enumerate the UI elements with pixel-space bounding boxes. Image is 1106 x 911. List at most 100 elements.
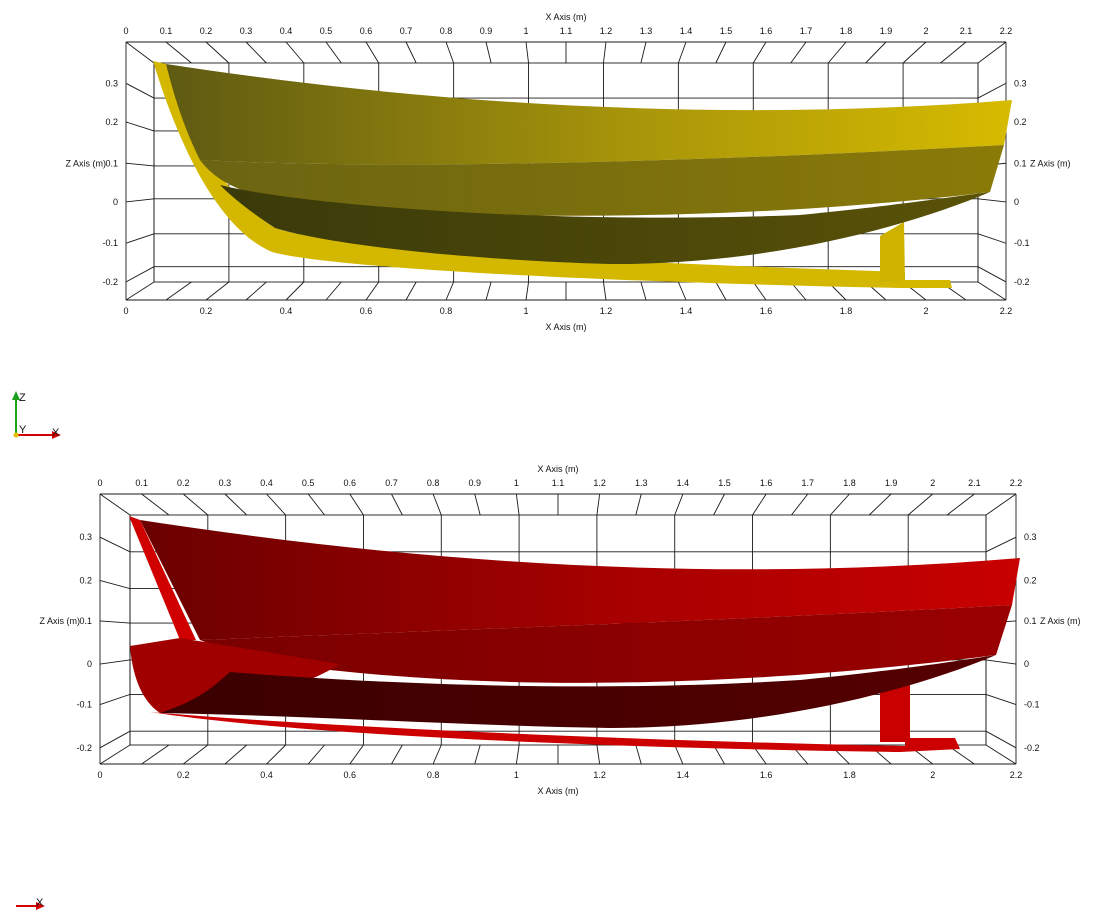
x-tick-top: 1.2 — [600, 26, 613, 36]
grid-x-top-1 — [165, 41, 192, 64]
grid-z-left-2 — [99, 620, 131, 624]
x-tick-top: 1.4 — [680, 26, 693, 36]
grid-x-top-17 — [790, 41, 807, 64]
z-tick-left: 0 — [113, 197, 118, 207]
x-tick-bottom: 1 — [514, 770, 519, 780]
grid-x-bottom-5 — [307, 744, 325, 765]
z-tick-right: 0.2 — [1024, 575, 1037, 585]
x-tick-bottom: 0.6 — [344, 770, 357, 780]
grid-x-top-7 — [391, 493, 403, 516]
x-tick-top: 1.8 — [843, 478, 856, 488]
z-tick-left: 0 — [87, 659, 92, 669]
x-tick-bottom: 0 — [123, 306, 128, 316]
triad-x-arrowhead — [52, 431, 61, 439]
grid-x-top-13 — [640, 41, 647, 64]
grid-x-top-10 — [525, 41, 529, 64]
grid-x-top-15 — [715, 41, 727, 64]
grid-x-bottom-1 — [165, 281, 192, 301]
grid-x-top-5 — [325, 41, 342, 64]
z-tick-right: 0.3 — [1024, 532, 1037, 542]
x-tick-top: 1.5 — [718, 478, 731, 488]
hull-red — [129, 516, 1020, 752]
x-tick-top: 1.4 — [677, 478, 690, 488]
grid-x-top-2 — [182, 493, 209, 516]
x-tick-bottom: 1.2 — [593, 770, 606, 780]
z-tick-left: 0.2 — [105, 117, 118, 127]
hull-red-skeg — [880, 678, 910, 742]
x-tick-top: 0.9 — [468, 478, 481, 488]
x-tick-top: 1.3 — [635, 478, 648, 488]
grid-z-left-1 — [99, 579, 131, 590]
x-tick-top: 0.4 — [280, 26, 293, 36]
grid-z-right-0 — [977, 82, 1007, 99]
orientation-triad: Z Y X — [12, 391, 61, 439]
x-tick-bottom: 0.4 — [280, 306, 293, 316]
grid-x-top-12 — [603, 41, 607, 64]
z-tick-right: 0.1 — [1014, 158, 1027, 168]
x-axis-title-bottom: X Axis (m) — [537, 786, 578, 796]
grid-x-bottom-2 — [182, 744, 209, 765]
x-tick-top: 1 — [514, 478, 519, 488]
grid-x-top-22 — [985, 493, 1017, 516]
grid-x-top-21 — [946, 493, 975, 516]
grid-x-bottom-3 — [224, 744, 248, 765]
grid-z-right-3 — [985, 659, 1017, 665]
x-tick-top: 1.1 — [552, 478, 565, 488]
triad-z-label: Z — [19, 392, 26, 404]
x-tick-top: 1.6 — [760, 26, 773, 36]
x-tick-top: 1.9 — [885, 478, 898, 488]
x-tick-bottom: 1.6 — [760, 306, 773, 316]
x-tick-top: 1 — [523, 26, 528, 36]
x-tick-top: 0 — [123, 26, 128, 36]
hull-yellow-bottom — [220, 185, 990, 265]
grid-x-bottom-16 — [752, 281, 767, 301]
grid-x-top-18 — [830, 493, 850, 516]
grid-z-left-3 — [125, 198, 155, 203]
grid-z-right-3 — [977, 198, 1007, 203]
grid-x-top-20 — [902, 41, 927, 64]
triad2-x-arrowhead — [36, 902, 45, 910]
x-tick-top: 0.5 — [320, 26, 333, 36]
x-axis-title-top: X Axis (m) — [545, 12, 586, 22]
grid-z-left-5 — [125, 266, 155, 283]
triad-x-label: X — [52, 427, 60, 439]
grid-x-top-8 — [445, 41, 455, 64]
grid-x-top-15 — [713, 493, 725, 516]
grid-x-top-9 — [474, 493, 481, 516]
x-tick-bottom: 1 — [523, 306, 528, 316]
x-tick-top: 0 — [97, 478, 102, 488]
grid-x-bottom-13 — [640, 281, 647, 301]
grid-x-bottom-3 — [245, 281, 267, 301]
x-tick-top: 1.7 — [802, 478, 815, 488]
grid-x-top-7 — [405, 41, 417, 64]
z-tick-left: 0.3 — [79, 532, 92, 542]
x-tick-bottom: 0.8 — [427, 770, 440, 780]
grid-x-bottom-4 — [266, 744, 286, 765]
triad-y-dot — [13, 432, 19, 438]
hull-yellow — [153, 61, 1012, 288]
grid-x-bottom-13 — [635, 744, 642, 765]
x-tick-top: 0.5 — [302, 478, 315, 488]
x-tick-top: 1.7 — [800, 26, 813, 36]
grid-x-top-5 — [307, 493, 325, 516]
grid-z-left-1 — [125, 121, 155, 132]
grid-x-top-4 — [266, 493, 286, 516]
x-tick-bottom: 0.6 — [360, 306, 373, 316]
x-tick-top: 0.1 — [135, 478, 148, 488]
z-tick-left: 0.2 — [79, 575, 92, 585]
grid-x-top-19 — [865, 41, 887, 64]
hull-red-stem-strip — [129, 516, 196, 640]
grid-z-right-5 — [977, 266, 1007, 283]
grid-x-bottom-22 — [977, 281, 1007, 301]
x-tick-bottom: 1.4 — [677, 770, 690, 780]
grid-x-top-3 — [245, 41, 267, 64]
x-tick-bottom: 1.8 — [840, 306, 853, 316]
grid-x-top-6 — [365, 41, 380, 64]
grid-x-bottom-22 — [985, 744, 1017, 765]
hull-red-topside — [140, 520, 1020, 640]
x-tick-bottom: 1.6 — [760, 770, 773, 780]
